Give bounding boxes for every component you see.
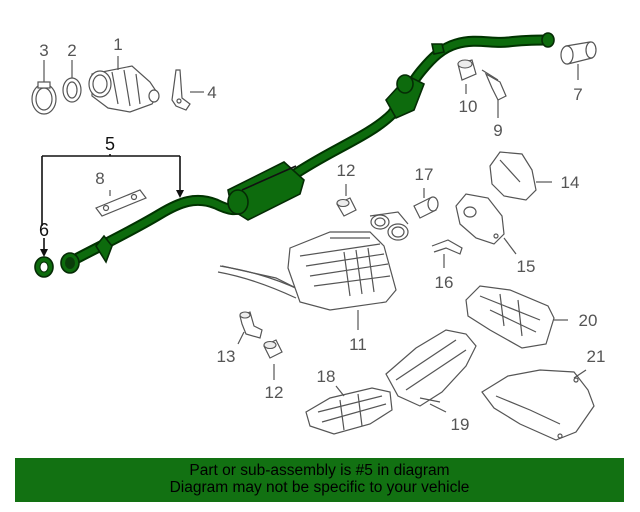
callout-10: 10 bbox=[459, 97, 478, 116]
leader-lines bbox=[43, 56, 587, 413]
callout-4: 4 bbox=[207, 83, 216, 102]
callout-15: 15 bbox=[517, 257, 536, 276]
part-8-bracket bbox=[95, 189, 147, 217]
part-18-heat-shield bbox=[305, 387, 393, 435]
callout-7: 7 bbox=[573, 85, 582, 104]
part-12-mount-lower bbox=[263, 339, 283, 359]
callout-14: 14 bbox=[561, 173, 580, 192]
callout-17: 17 bbox=[415, 165, 434, 184]
part-3-clamp bbox=[31, 81, 57, 115]
part-2-gasket bbox=[62, 77, 82, 103]
part-13-hanger bbox=[239, 311, 263, 339]
part-14-heat-shield bbox=[489, 151, 537, 201]
part-5-exhaust-pipe-assembly bbox=[60, 32, 555, 274]
banner-line-1: Part or sub-assembly is #5 in diagram bbox=[189, 462, 450, 479]
callout-6: 6 bbox=[39, 220, 49, 240]
info-banner: Part or sub-assembly is #5 in diagram Di… bbox=[15, 458, 624, 502]
part-6-clamp bbox=[34, 256, 54, 278]
part-19-heat-shield bbox=[385, 329, 477, 407]
part-12-mount-upper bbox=[336, 197, 357, 217]
banner-line-2: Diagram may not be specific to your vehi… bbox=[169, 479, 470, 496]
arrowhead-6 bbox=[40, 249, 48, 257]
part-21-heat-shield bbox=[481, 369, 595, 441]
callout-1: 1 bbox=[113, 35, 122, 54]
callout-11: 11 bbox=[349, 335, 367, 354]
part-7-clamp bbox=[560, 41, 597, 65]
part-1-catalytic-converter bbox=[88, 65, 160, 113]
callout-19: 19 bbox=[451, 415, 470, 434]
callout-9: 9 bbox=[493, 121, 502, 140]
part-11-rear-muffler bbox=[217, 211, 409, 311]
callout-18: 18 bbox=[317, 367, 336, 386]
part-4-bracket bbox=[171, 69, 191, 111]
callout-12-upper: 12 bbox=[337, 161, 356, 180]
callout-21: 21 bbox=[587, 347, 606, 366]
callout-13: 13 bbox=[217, 347, 236, 366]
part-16-clip bbox=[431, 239, 463, 255]
callout-5-bracket bbox=[40, 154, 184, 257]
callout-2: 2 bbox=[67, 41, 76, 60]
callout-3: 3 bbox=[39, 41, 48, 60]
part-10-mount bbox=[457, 59, 477, 81]
callout-12-lower: 12 bbox=[265, 383, 284, 402]
callout-16: 16 bbox=[435, 273, 454, 292]
part-17-bushing bbox=[413, 196, 439, 219]
callout-8: 8 bbox=[95, 169, 104, 188]
arrowhead-5 bbox=[176, 190, 184, 198]
part-9-hanger bbox=[481, 69, 507, 101]
part-20-heat-shield bbox=[465, 285, 555, 349]
part-15-heat-shield bbox=[455, 193, 505, 245]
callout-labels: 3 2 1 4 5 6 7 8 9 10 11 12 12 13 14 15 1… bbox=[39, 35, 605, 434]
callout-5: 5 bbox=[105, 134, 115, 154]
callout-20: 20 bbox=[579, 311, 598, 330]
